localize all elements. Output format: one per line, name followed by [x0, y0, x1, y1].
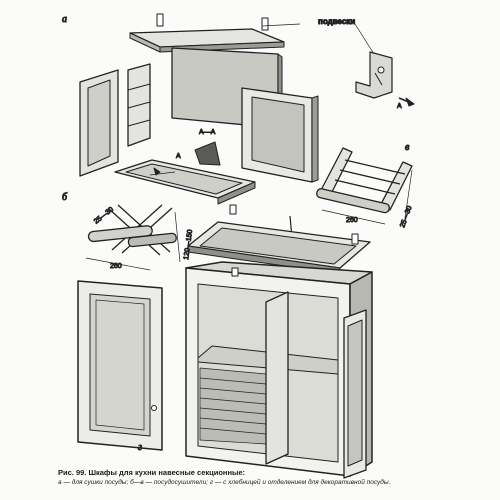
bracket-icon [355, 51, 415, 107]
glass-door [241, 87, 319, 183]
label-podveski: подвески [318, 17, 355, 26]
caption-title: Рис. 99. Шкафы для кухни навесные секцио… [58, 468, 246, 477]
dim-b-depth: 25—30 [93, 206, 115, 225]
slat-panel [127, 63, 151, 147]
dim-v-depth: 25—30 [399, 205, 413, 229]
section-profile [194, 141, 221, 166]
label-v: в [405, 142, 410, 153]
label-arrow-a: А [397, 103, 402, 110]
dish-rack-v [316, 147, 413, 225]
dim-v-width: 260 [346, 217, 358, 224]
door-frame-left [79, 69, 119, 177]
label-g: г [138, 442, 142, 453]
roll-shutter [199, 367, 267, 445]
label-section-arrow: А [176, 153, 181, 160]
label-b: б [62, 192, 68, 203]
label-a: а [62, 14, 67, 25]
caption-subtitle: а — для сушки посуды; б—в — посудосушите… [58, 479, 391, 486]
drip-tray [114, 159, 256, 215]
dim-b-width: 260 [110, 263, 122, 270]
cabinet-door-g [77, 280, 163, 451]
top-shelf [129, 13, 285, 53]
label-section: А—А [199, 129, 216, 136]
dish-rack-b [85, 204, 181, 271]
cabinet-body-g [185, 261, 373, 479]
figure-caption: Рис. 99. Шкафы для кухни навесные секцио… [58, 468, 498, 488]
